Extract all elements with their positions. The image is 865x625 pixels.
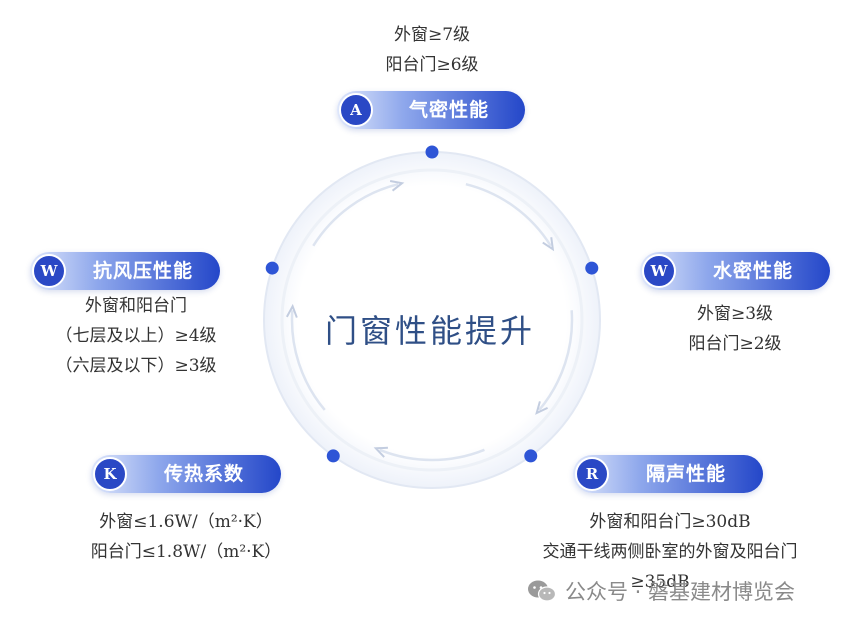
wechat-icon bbox=[528, 580, 557, 602]
watermark-text: 公众号 · 磐基建材博览会 bbox=[565, 580, 796, 604]
node-sound-desc: 外窗和阳台门≥30dB 交通干线两侧卧室的外窗及阳台门 ≥35dB bbox=[510, 507, 830, 597]
desc-line: 外窗≥3级 bbox=[696, 304, 774, 324]
desc-line: 外窗≥7级 bbox=[393, 25, 471, 45]
desc-line: 外窗≤1.6W/（m²·K） bbox=[99, 512, 273, 532]
desc-line: ≥35dB bbox=[630, 572, 690, 592]
cycle-arc bbox=[465, 182, 552, 247]
desc-line: （六层及以下）≥3级 bbox=[55, 356, 217, 376]
center-title: 门窗性能提升 bbox=[324, 312, 535, 350]
cycle-arrow bbox=[285, 303, 298, 318]
node-wind-label: 抗风压性能 bbox=[92, 260, 193, 282]
node-sound-label: 隔声性能 bbox=[645, 463, 726, 485]
badge-w: W bbox=[642, 254, 676, 288]
node-watertight-desc: 外窗≥3级 阳台门≥2级 bbox=[640, 299, 830, 359]
node-dot-wind bbox=[265, 261, 279, 275]
node-airtight-pill: A 气密性能 bbox=[337, 91, 525, 129]
cycle-arrow bbox=[542, 237, 555, 252]
watermark: 公众号 · 磐基建材博览会 bbox=[527, 574, 847, 608]
desc-line: 阳台门≥2级 bbox=[688, 334, 782, 354]
desc-line: 外窗和阳台门 bbox=[85, 296, 187, 316]
cycle-arrow bbox=[389, 180, 405, 192]
cycle-arc bbox=[312, 182, 399, 247]
badge-a: A bbox=[339, 93, 373, 127]
cycle-arc bbox=[538, 310, 574, 411]
node-heat-label: 传热系数 bbox=[163, 463, 244, 485]
node-dot-watertight bbox=[585, 261, 599, 275]
node-dot-heat bbox=[326, 449, 340, 463]
badge-k: K bbox=[93, 457, 127, 491]
desc-line: 阳台门≥6级 bbox=[385, 55, 479, 75]
node-sound-pill: R 隔声性能 bbox=[573, 455, 763, 493]
badge-w2: W bbox=[32, 254, 66, 288]
cycle-arc bbox=[290, 310, 326, 411]
desc-line: 阳台门≤1.8W/（m²·K） bbox=[90, 542, 282, 562]
node-dot-sound bbox=[524, 449, 538, 463]
node-airtight-label: 气密性能 bbox=[408, 99, 489, 121]
cycle-arrow bbox=[373, 446, 388, 458]
node-wind-pill: W 抗风压性能 bbox=[30, 252, 220, 290]
node-heat-desc: 外窗≤1.6W/（m²·K） 阳台门≤1.8W/（m²·K） bbox=[66, 507, 306, 567]
desc-line: 交通干线两侧卧室的外窗及阳台门 bbox=[542, 542, 798, 562]
node-watertight-pill: W 水密性能 bbox=[640, 252, 830, 290]
cycle-arrow bbox=[535, 401, 549, 415]
node-airtight-desc: 外窗≥7级 阳台门≥6级 bbox=[332, 20, 532, 80]
desc-line: 外窗和阳台门≥30dB bbox=[589, 512, 751, 532]
badge-r: R bbox=[575, 457, 609, 491]
node-watertight-label: 水密性能 bbox=[712, 260, 793, 282]
node-wind-desc: 外窗和阳台门 （七层及以上）≥4级 （六层及以下）≥3级 bbox=[26, 291, 246, 381]
cycle-arc bbox=[379, 448, 485, 462]
node-dot-airtight bbox=[425, 145, 439, 159]
desc-line: （七层及以上）≥4级 bbox=[55, 326, 217, 346]
inner-ring bbox=[280, 168, 584, 472]
node-heat-pill: K 传热系数 bbox=[91, 455, 281, 493]
